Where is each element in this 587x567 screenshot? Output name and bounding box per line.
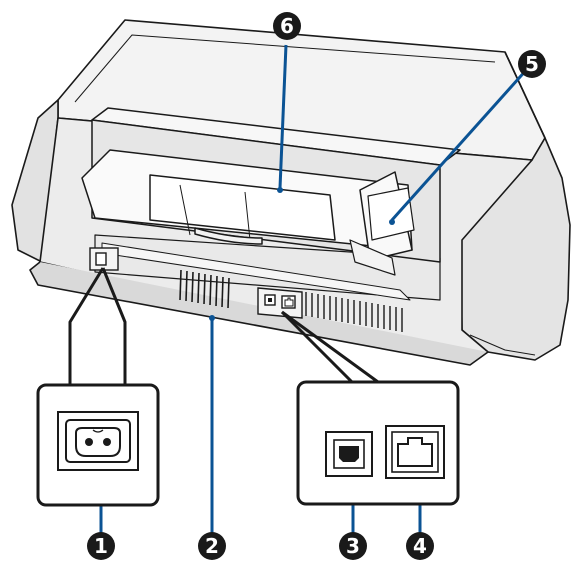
callout-badge-5: 5 — [518, 50, 546, 78]
callout-label-4: 4 — [413, 534, 427, 558]
callout-label-2: 2 — [205, 534, 219, 558]
callout-label-1: 1 — [94, 534, 108, 558]
ports-detail — [296, 380, 460, 506]
ac-inlet-detail — [36, 383, 160, 507]
callout-line-6 — [278, 44, 288, 189]
callout-badge-4: 4 — [406, 532, 434, 560]
usb-port-icon — [325, 431, 373, 477]
callout-label-6: 6 — [280, 14, 294, 38]
callout-label-5: 5 — [525, 52, 539, 76]
rear-vents-right — [305, 292, 403, 332]
callout-badge-2: 2 — [198, 532, 226, 560]
vent-icon — [179, 269, 230, 309]
ac-inlet-icon — [57, 411, 139, 471]
rear-port-panel — [257, 287, 303, 319]
detail-connectors — [68, 267, 379, 385]
rear-ac-inlet-small — [89, 247, 119, 271]
lan-port-icon — [385, 425, 445, 479]
rear-paper-feeder — [81, 107, 461, 276]
callout-badge-6: 6 — [273, 12, 301, 40]
callout-line-5 — [390, 66, 530, 222]
callout-endpoints — [209, 187, 395, 321]
callout-label-3: 3 — [346, 534, 360, 558]
callout-badge-1: 1 — [87, 532, 115, 560]
callout-badge-3: 3 — [339, 532, 367, 560]
